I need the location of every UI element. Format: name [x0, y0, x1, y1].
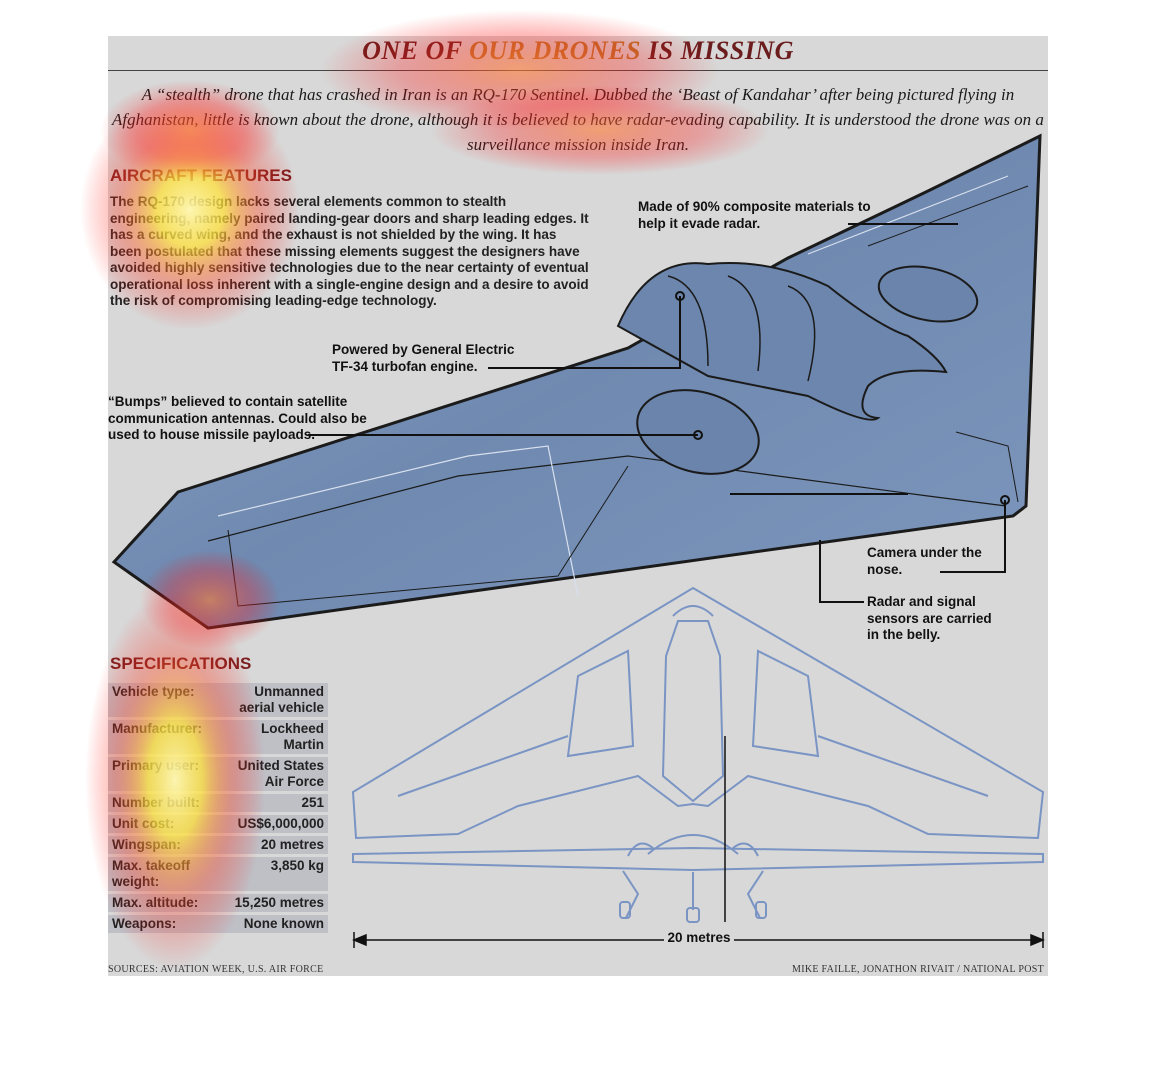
bumps-callout: “Bumps” believed to contain satellite co…: [108, 394, 367, 442]
drone-front-view: [352, 834, 1044, 923]
table-row: Number built:251: [108, 794, 328, 812]
wingspan-dimension-label: 20 metres: [664, 930, 734, 945]
spec-label: Primary user:: [108, 757, 216, 791]
title-highlight: OUR DRONES: [469, 36, 641, 65]
page-title: ONE OF OUR DRONES IS MISSING: [108, 36, 1048, 66]
spec-value: 3,850 kg: [215, 857, 328, 891]
spec-value: US$6,000,000: [215, 815, 328, 833]
intro-text: A “stealth” drone that has crashed in Ir…: [112, 85, 1044, 154]
table-row: Wingspan:20 metres: [108, 836, 328, 854]
spec-label: Number built:: [108, 794, 216, 812]
spec-label: Max. takeoff weight:: [108, 857, 216, 891]
table-row: Manufacturer:Lockheed Martin: [108, 720, 328, 754]
table-row: Max. altitude:15,250 metres: [108, 894, 328, 912]
title-part1: ONE OF: [362, 36, 470, 65]
infographic-panel: ONE OF OUR DRONES IS MISSING A “stealth”…: [108, 36, 1048, 976]
table-row: Unit cost:US$6,000,000: [108, 815, 328, 833]
features-heading: AIRCRAFT FEATURES: [110, 166, 292, 185]
spec-value: Lockheed Martin: [215, 720, 328, 754]
spec-label: Manufacturer:: [108, 720, 216, 754]
spec-value: None known: [215, 915, 328, 933]
camera-callout: Camera under the nose.: [867, 545, 982, 577]
spec-value: 20 metres: [215, 836, 328, 854]
table-row: Weapons:None known: [108, 915, 328, 933]
drone-illustrations: [111, 133, 1045, 948]
spec-label: Vehicle type:: [108, 683, 216, 717]
engine-callout: Powered by General Electric TF-34 turbof…: [332, 342, 515, 374]
spec-label: Max. altitude:: [108, 894, 216, 912]
spec-label: Wingspan:: [108, 836, 216, 854]
composite-callout: Made of 90% composite materials to help …: [638, 199, 871, 231]
spec-value: United States Air Force: [215, 757, 328, 791]
title-rule: [108, 70, 1048, 71]
table-row: Primary user:United States Air Force: [108, 757, 328, 791]
spec-value: 251: [215, 794, 328, 812]
credit-footer: MIKE FAILLE, JONATHON RIVAIT / NATIONAL …: [792, 964, 1044, 975]
drone-perspective-view: [111, 133, 1042, 630]
specs-table: Vehicle type:Unmanned aerial vehicle Man…: [108, 680, 328, 936]
title-part2: IS MISSING: [641, 36, 794, 65]
specs-heading: SPECIFICATIONS: [110, 654, 252, 673]
spec-label: Unit cost:: [108, 815, 216, 833]
table-row: Max. takeoff weight:3,850 kg: [108, 857, 328, 891]
features-body: The RQ-170 design lacks several elements…: [110, 194, 589, 308]
sources-footer: SOURCES: AVIATION WEEK, U.S. AIR FORCE: [108, 964, 324, 975]
table-row: Vehicle type:Unmanned aerial vehicle: [108, 683, 328, 717]
spec-label: Weapons:: [108, 915, 216, 933]
radar-callout: Radar and signal sensors are carried in …: [867, 594, 992, 642]
spec-value: Unmanned aerial vehicle: [215, 683, 328, 717]
drone-top-view: [351, 586, 1045, 840]
spec-value: 15,250 metres: [215, 894, 328, 912]
